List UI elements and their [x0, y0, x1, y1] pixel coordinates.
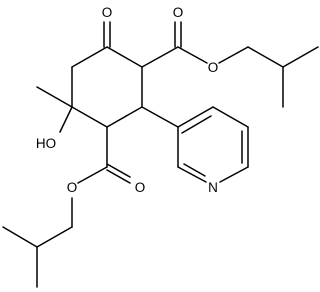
- bond-methyl: [36, 86, 73, 108]
- bond-py-n-c2: [177, 166, 207, 183]
- methyl-hydroxy-substituents: HO: [36, 86, 73, 151]
- bond-ring-c4-c5: [71, 106, 108, 128]
- ester2-carbonyl-oxygen-label: O: [135, 180, 146, 195]
- bond-ester1-oxygen-to-ch2: [218, 46, 249, 64]
- bond-ester2-carbonyl-b: [106, 169, 131, 184]
- bond-ring-to-ester1-carbon: [141, 46, 179, 68]
- bond-ester2-carbon-to-oxygen: [77, 166, 108, 184]
- pyridine-ring: N: [141, 106, 249, 195]
- bond-py-c6-n: [219, 166, 249, 183]
- bond-ring-c3-c4: [106, 106, 143, 128]
- ketone-oxygen-label: O: [102, 5, 113, 20]
- pyridine-nitrogen-label: N: [208, 180, 218, 195]
- lower-ester-group: O O: [2, 126, 146, 288]
- bond-py-n-c2-inner: [183, 163, 206, 177]
- ester1-carbonyl-oxygen-label: O: [173, 5, 184, 20]
- ester1-ether-oxygen-label: O: [208, 60, 219, 75]
- bond-ester2-ch2-to-ch: [36, 226, 73, 248]
- bond-ring-c6-c1: [71, 46, 108, 68]
- bond-ester1-carbon-to-oxygen: [177, 46, 208, 64]
- bond-ester2-carbonyl-a: [106, 163, 131, 178]
- bond-py-c4-c5: [212, 106, 249, 128]
- hydroxyl-label: HO: [36, 136, 56, 151]
- bond-ester1-ch2-to-ch: [247, 46, 284, 68]
- bond-ring-c1-c2: [106, 46, 143, 68]
- upper-ester-group: O O: [141, 5, 319, 108]
- bond-hydroxyl: [59, 106, 73, 133]
- bond-ester2-ch-to-methyl-left: [2, 226, 38, 248]
- bond-ester1-ch-to-methyl-up: [282, 46, 319, 68]
- bond-py-c3-c4: [177, 106, 214, 128]
- ester2-ether-oxygen-label: O: [67, 180, 78, 195]
- bond-ring-to-pyridine: [141, 106, 179, 128]
- ketone-group: O: [102, 5, 113, 48]
- cyclohexane-ring: [71, 46, 143, 128]
- bond-py-c3-c4-inner: [181, 115, 212, 134]
